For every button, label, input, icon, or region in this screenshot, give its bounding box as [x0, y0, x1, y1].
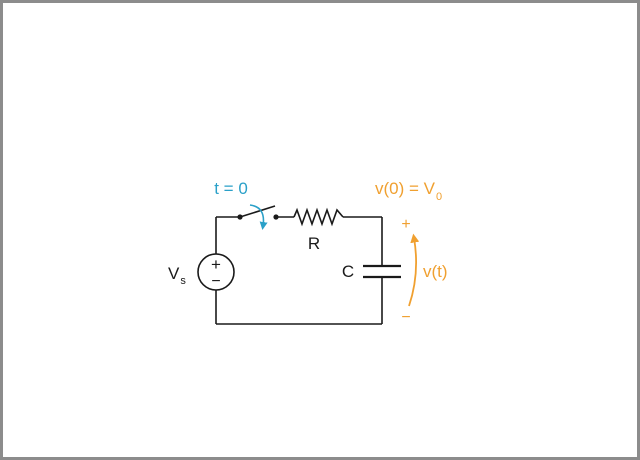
- voltage-source-circle: [197, 253, 235, 291]
- capacitor-label: C: [342, 262, 354, 281]
- capacitor-voltage-arrow: [408, 233, 420, 307]
- voltage-source-plus: +: [211, 255, 221, 274]
- initial-condition-prefix: v(0) = V: [375, 179, 436, 198]
- voltage-source-label-sub: s: [180, 275, 186, 287]
- voltage-source-label-main: V: [168, 264, 180, 283]
- resistor-label: R: [308, 234, 320, 253]
- capacitor-voltage-label: v(t): [423, 262, 448, 281]
- switch-blade: [239, 205, 276, 218]
- voltage-source-label: Vs: [168, 264, 186, 287]
- voltage-source: + −: [197, 253, 235, 291]
- voltage-source-minus: −: [211, 273, 220, 290]
- circuit-wires: [215, 216, 383, 325]
- initial-condition-subscript: 0: [436, 191, 442, 203]
- capacitor-voltage-plus: +: [401, 216, 410, 233]
- switch: [237, 205, 279, 220]
- switch-contact-right: [273, 214, 279, 220]
- resistor-symbol: [293, 207, 344, 227]
- capacitor-symbol: [363, 264, 401, 279]
- initial-condition-label: v(0) = V0: [375, 179, 442, 203]
- capacitor-voltage-minus: −: [401, 309, 410, 326]
- switch-time-label: t = 0: [214, 179, 248, 198]
- switch-timing-arrow: [249, 204, 268, 230]
